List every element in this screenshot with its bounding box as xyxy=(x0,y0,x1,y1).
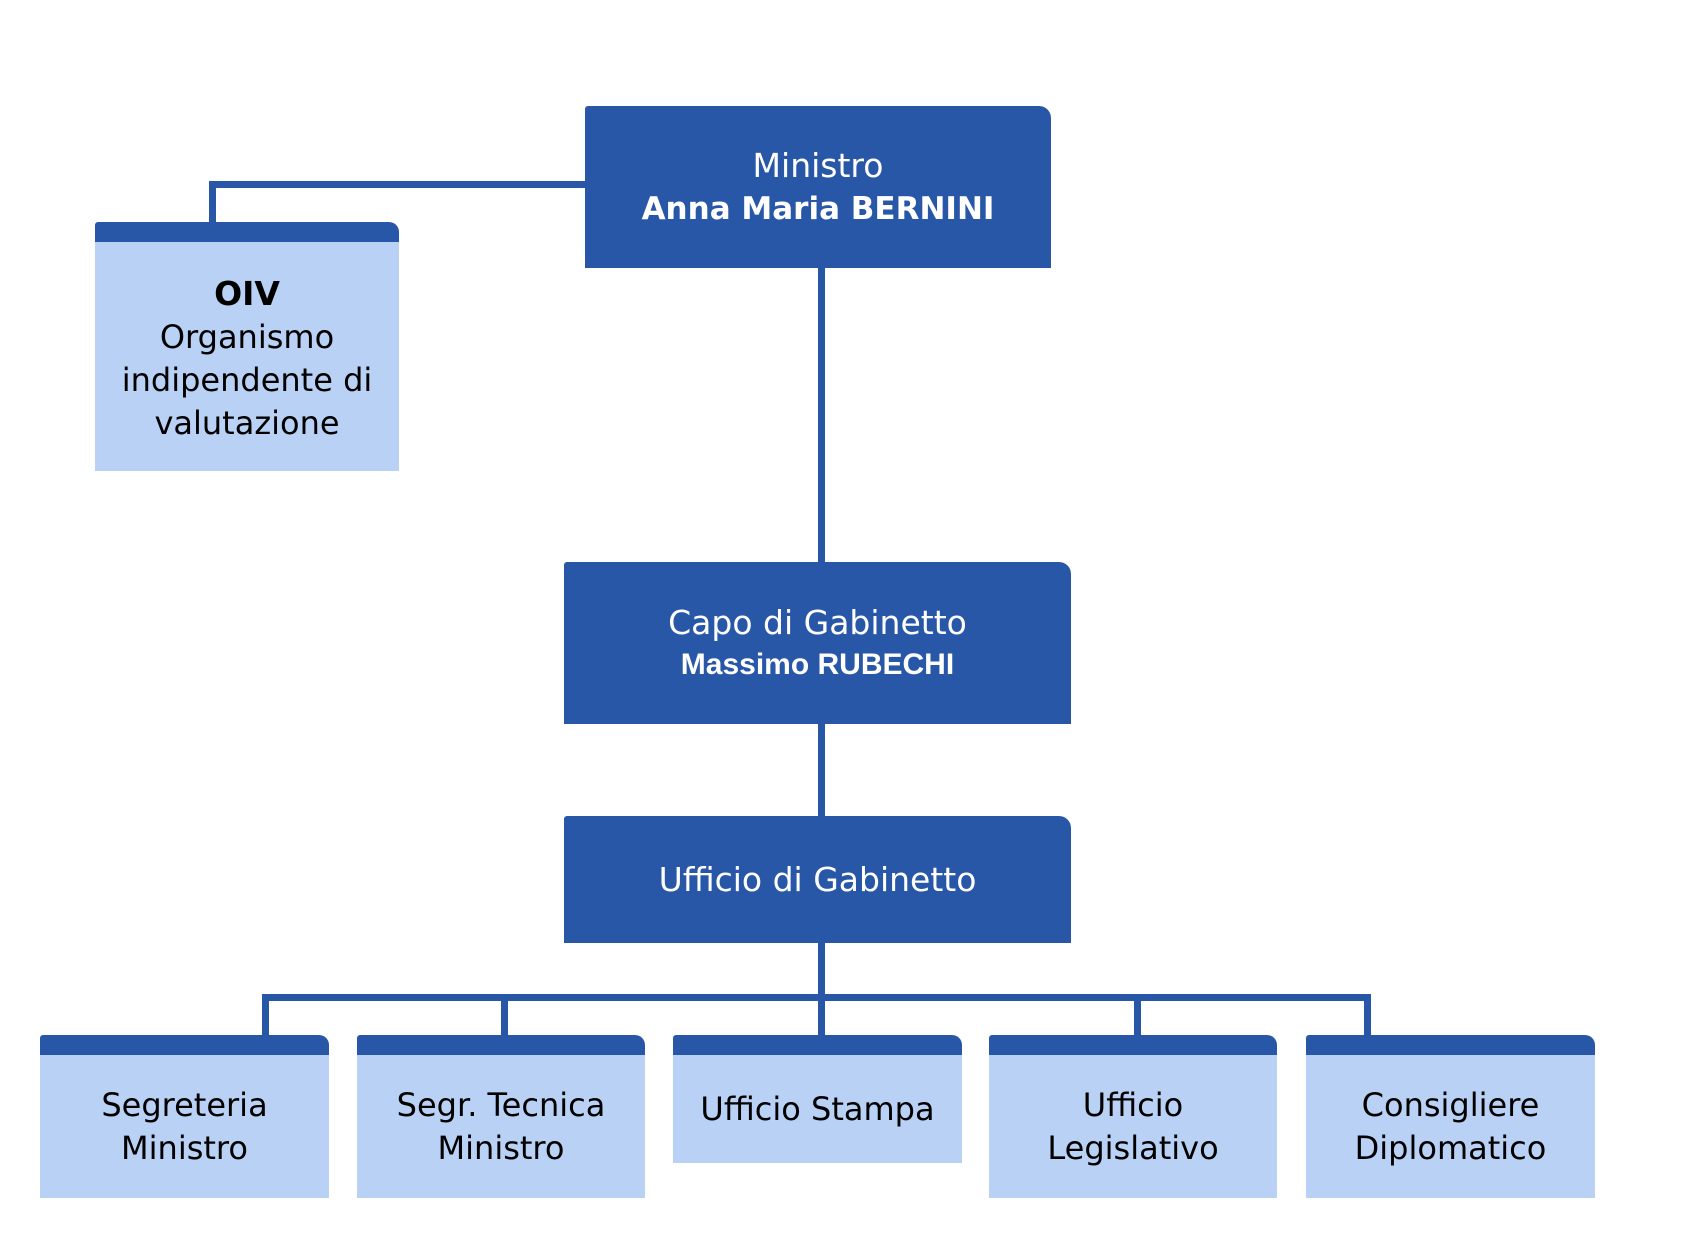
capo-gabinetto-name: Massimo RUBECHI xyxy=(680,648,955,681)
office-line: Consigliere xyxy=(1361,1085,1540,1124)
office-line: Segr. Tecnica xyxy=(396,1085,606,1124)
connector-office-drop-4 xyxy=(1134,994,1141,1035)
connector-ministro-oiv-vertical xyxy=(209,181,216,223)
ministro-role: Ministro xyxy=(752,146,884,185)
office-line: Ufficio xyxy=(1082,1085,1184,1124)
connector-ministro-oiv-horizontal xyxy=(209,181,585,188)
connector-office-drop-3 xyxy=(818,994,825,1035)
capo-gabinetto-role: Capo di Gabinetto xyxy=(668,603,967,642)
office-segreteria-ministro: Segreteria Ministro xyxy=(40,1035,329,1198)
ufficio-gabinetto-box: Ufficio di Gabinetto xyxy=(564,816,1071,943)
connector-ufficio-bus xyxy=(818,943,825,998)
oiv-line-3: valutazione xyxy=(154,404,340,442)
office-line: Ufficio Stampa xyxy=(700,1089,935,1128)
oiv-box: OIV Organismo indipendente di valutazion… xyxy=(95,222,399,471)
oiv-line-1: Organismo xyxy=(159,318,335,356)
connector-office-drop-2 xyxy=(501,994,508,1035)
connector-capo-ufficio xyxy=(818,724,825,816)
office-line: Diplomatico xyxy=(1354,1128,1547,1167)
capo-gabinetto-box: Capo di Gabinetto Massimo RUBECHI xyxy=(564,562,1071,724)
ufficio-gabinetto-label: Ufficio di Gabinetto xyxy=(658,859,977,899)
ministro-box: Ministro Anna Maria BERNINI xyxy=(585,106,1051,268)
connector-office-drop-5 xyxy=(1364,994,1371,1035)
office-segr-tecnica-ministro: Segr. Tecnica Ministro xyxy=(357,1035,645,1198)
office-ufficio-legislativo: Ufficio Legislativo xyxy=(989,1035,1277,1198)
office-line: Legislativo xyxy=(1047,1128,1219,1167)
office-line: Ministro xyxy=(437,1128,565,1167)
oiv-abbr: OIV xyxy=(214,274,280,313)
office-line: Segreteria xyxy=(101,1085,268,1124)
office-consigliere-diplomatico: Consigliere Diplomatico xyxy=(1306,1035,1595,1198)
office-ufficio-stampa: Ufficio Stampa xyxy=(673,1035,962,1163)
ministro-name: Anna Maria BERNINI xyxy=(641,191,995,227)
connector-office-bus xyxy=(262,994,1371,1001)
connector-ministro-capo xyxy=(818,268,825,562)
oiv-line-2: indipendente di xyxy=(121,361,373,399)
connector-office-drop-1 xyxy=(262,994,269,1035)
office-line: Ministro xyxy=(121,1128,248,1167)
